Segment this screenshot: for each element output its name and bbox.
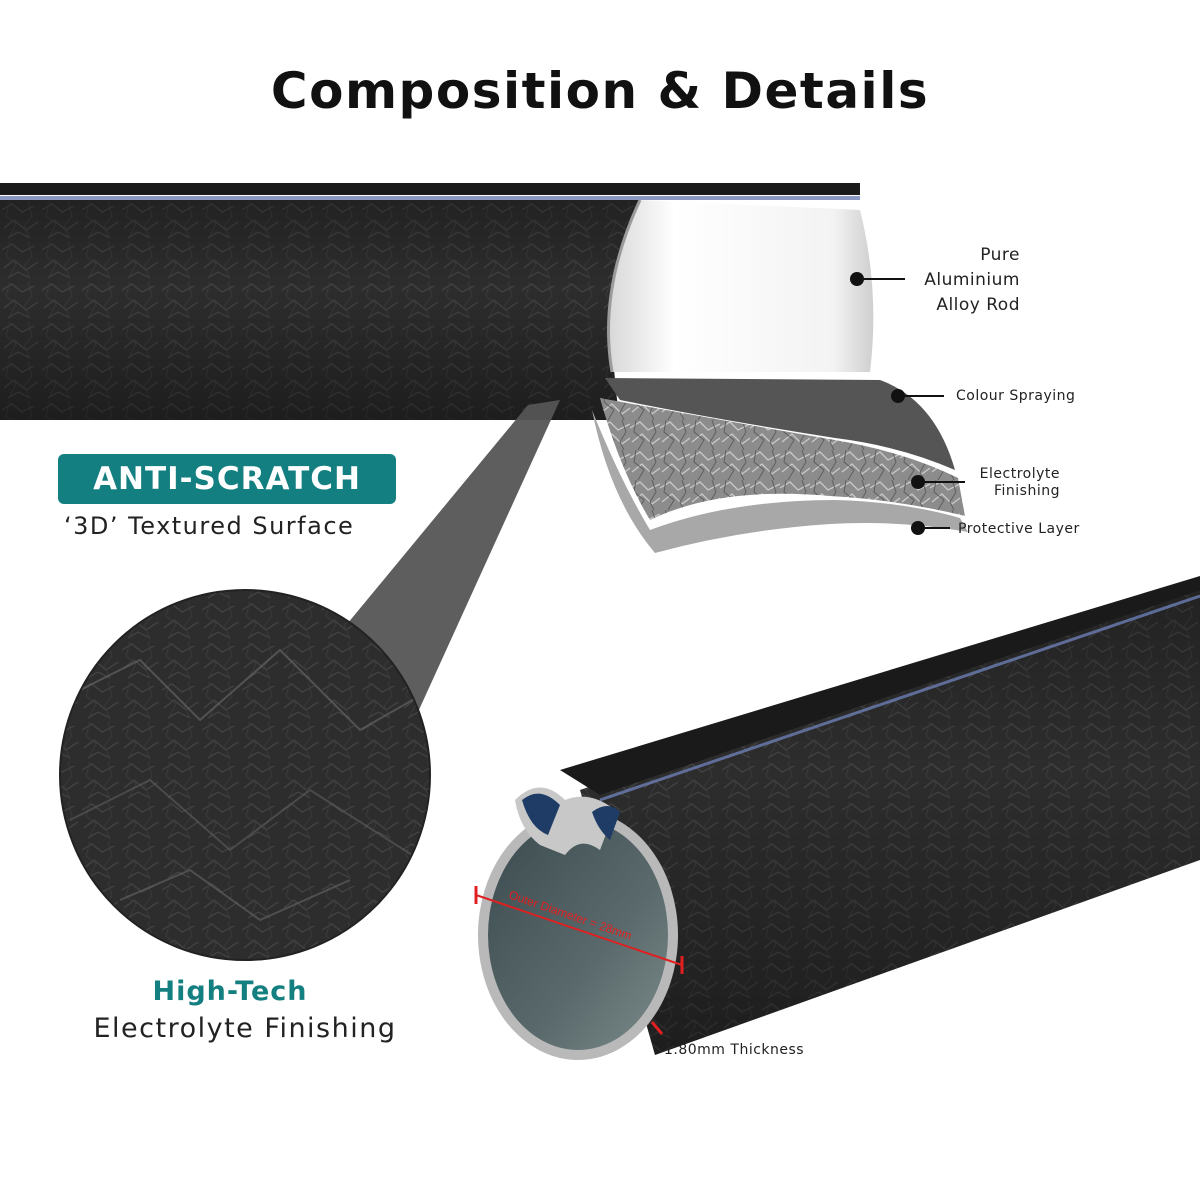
page-title: Composition & Details [270, 62, 930, 120]
zoom-circle [59, 589, 431, 961]
leader-lines [850, 272, 965, 535]
textured-surface-label: ‘3D’ Textured Surface [64, 512, 355, 540]
electrolyte-finishing-label: Electrolyte Finishing [93, 1013, 397, 1044]
alloy-rod-label: Pure Aluminium Alloy Rod [924, 245, 1020, 315]
protective-layer-label: Protective Layer [958, 521, 1080, 537]
top-rod [0, 183, 968, 553]
colour-spraying-label: Colour Spraying [956, 388, 1076, 404]
diameter-line [475, 894, 683, 966]
bottom-rod [478, 576, 1200, 1060]
zoom-cone [338, 400, 560, 712]
high-tech-heading: High-Tech [152, 976, 308, 1007]
thickness-label: 1.80mm Thickness [664, 1042, 805, 1058]
anti-scratch-badge: ANTI-SCRATCH [58, 454, 396, 504]
electrolyte-label: Electrolyte Finishing [979, 466, 1060, 499]
